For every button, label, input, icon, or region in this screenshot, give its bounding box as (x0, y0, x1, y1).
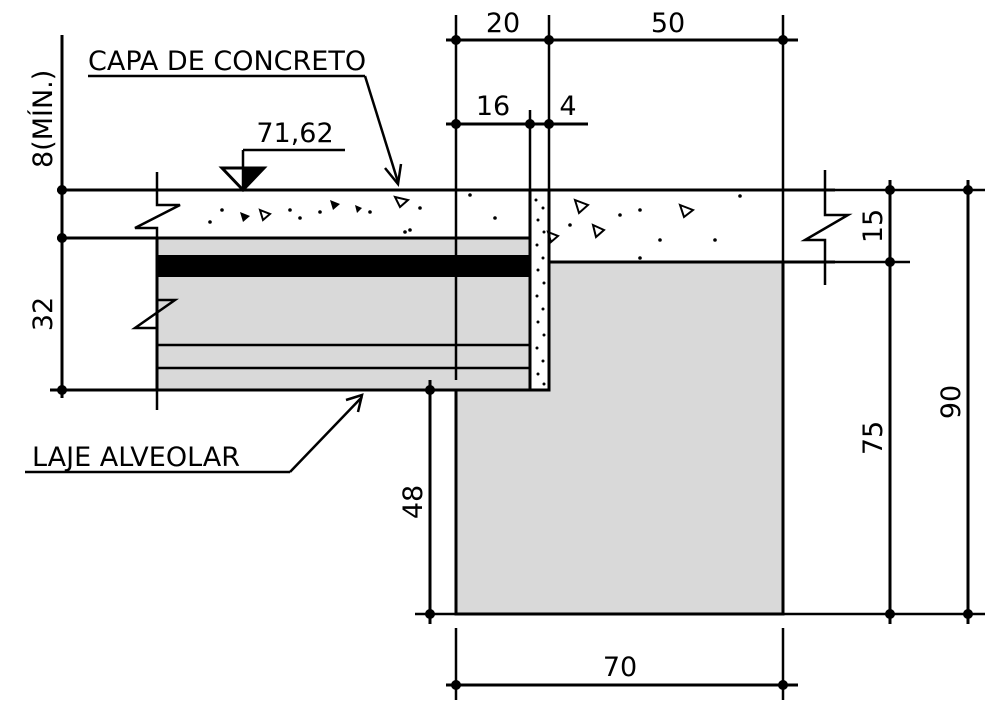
dim-32-label: 32 (28, 297, 59, 331)
dim-90-label: 90 (936, 385, 967, 419)
slab-strand-band (157, 255, 530, 277)
dimension-inner: 16 4 (446, 91, 588, 190)
dim-70-label: 70 (603, 652, 637, 683)
concrete-topping (57, 170, 853, 392)
dim-4-label: 4 (559, 91, 576, 122)
grout-texture (534, 198, 546, 386)
dim-20-label: 20 (486, 8, 520, 39)
dimension-bottom: 70 (446, 628, 798, 700)
dim-15-label: 15 (858, 209, 889, 243)
dim-8-min-label: 8(MÍN.) (27, 70, 59, 168)
dimension-right: 15 75 90 (783, 180, 985, 624)
topping-break-right (800, 170, 853, 285)
slab-break-line (131, 238, 179, 410)
label-laje-alveolar: LAJE ALVEOLAR (32, 442, 240, 473)
elevation-label: 71,62 (256, 118, 333, 149)
dim-50-label: 50 (651, 8, 685, 39)
dimension-beam-height: 48 (398, 380, 456, 624)
callout-laje-alveolar: LAJE ALVEOLAR (25, 393, 364, 474)
label-capa-concreto: CAPA DE CONCRETO (88, 46, 366, 77)
elevation-mark: 71,62 (218, 118, 345, 193)
hollow-core-slab (131, 236, 532, 410)
aggregate-texture (208, 193, 742, 260)
grout-joint (528, 188, 551, 392)
dim-16-label: 16 (476, 91, 510, 122)
callout-capa-concreto: CAPA DE CONCRETO (88, 46, 403, 187)
dim-48-label: 48 (398, 485, 429, 519)
dimension-left: 8(MÍN.) 32 (27, 35, 456, 398)
dim-75-label: 75 (858, 421, 889, 455)
topping-break-left (134, 172, 181, 238)
dimension-top: 20 50 (446, 8, 798, 380)
